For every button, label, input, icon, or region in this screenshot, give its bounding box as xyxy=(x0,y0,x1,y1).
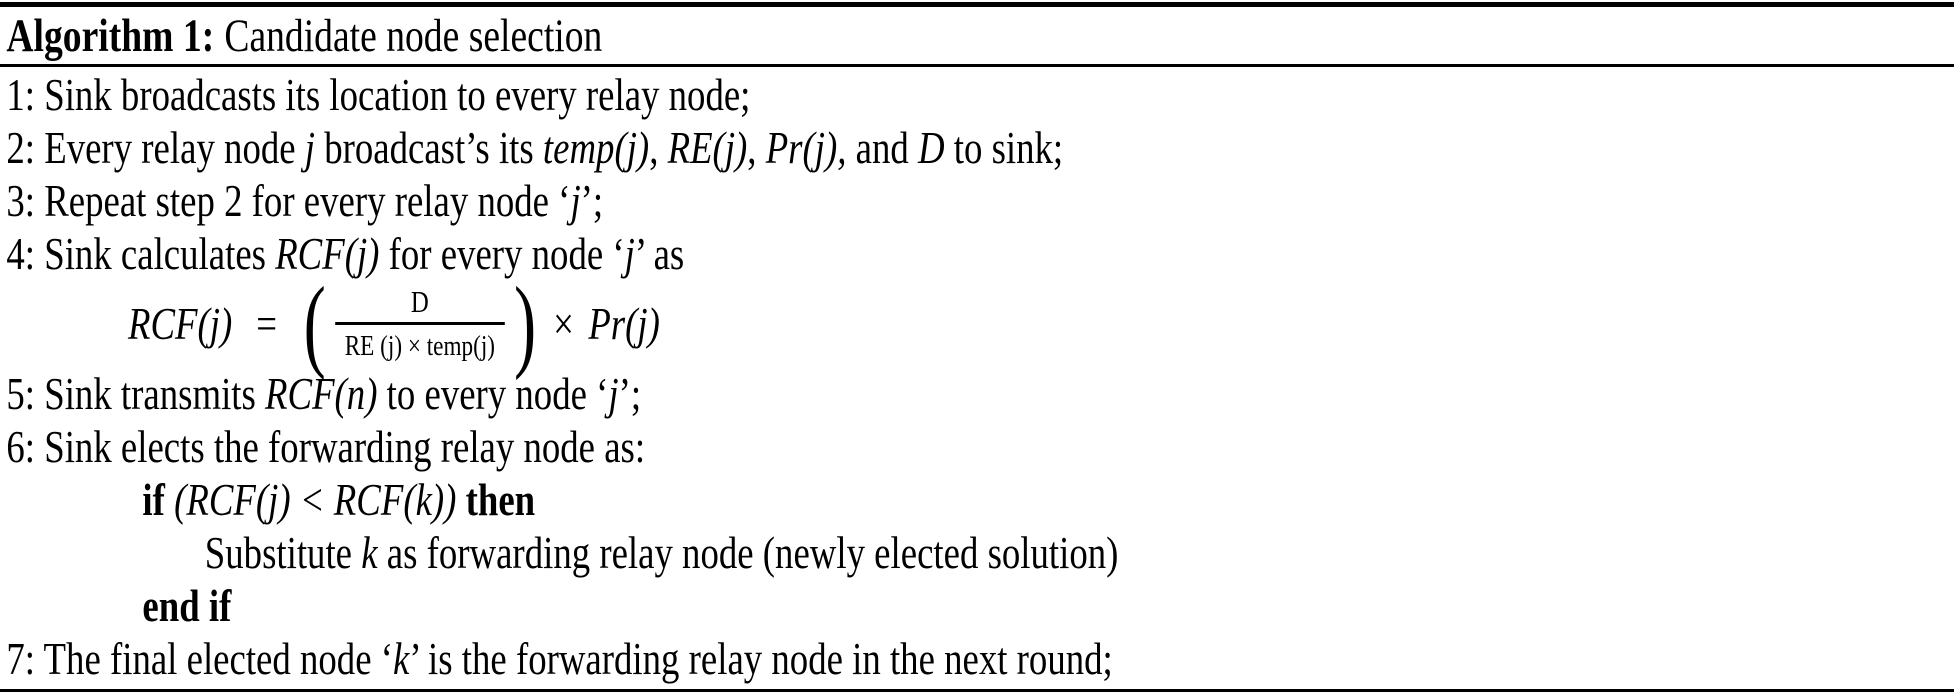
text-segment: j xyxy=(570,175,581,226)
text-segment: ’; xyxy=(618,368,642,419)
text-segment: Pr(j), xyxy=(765,122,847,173)
algorithm-line: Substitute k as forwarding relay node (n… xyxy=(0,526,1954,579)
algorithm-number-label: Algorithm 1: xyxy=(6,10,215,62)
formula-rhs: Pr(j) xyxy=(588,298,660,349)
text-segment: as forwarding relay node (newly elected … xyxy=(377,527,1119,578)
text-segment: RCF(j) xyxy=(275,228,380,279)
text-segment: , xyxy=(649,122,668,173)
text-segment: ’ as xyxy=(634,228,685,279)
equals-sign: = xyxy=(256,298,277,349)
text-segment: for every node ‘ xyxy=(379,228,625,279)
text-segment: broadcast’s its xyxy=(315,122,543,173)
text-segment: j xyxy=(608,368,619,419)
algorithm-title: Candidate node selection xyxy=(224,10,603,62)
algorithm-line: 2: Every relay node j broadcast’s its te… xyxy=(0,121,1954,174)
text-segment: to sink; xyxy=(944,122,1064,173)
text-segment: 5: Sink transmits xyxy=(6,368,266,419)
text-segment: RE(j) xyxy=(667,122,748,173)
algorithm-header: Algorithm 1:Candidate node selection xyxy=(0,10,1954,62)
text-segment: to every node ‘ xyxy=(377,368,609,419)
algorithm-line: 4: Sink calculates RCF(j) for every node… xyxy=(0,227,1954,280)
text-segment: and xyxy=(846,122,918,173)
text-segment: RCF(n) xyxy=(265,368,378,419)
algorithm-line: 7: The final elected node ‘k’ is the for… xyxy=(0,632,1954,685)
multiplication-sign: × xyxy=(553,298,574,349)
fraction-numerator: D xyxy=(410,283,429,319)
text-segment: k xyxy=(392,633,410,684)
algorithm-line: end if xyxy=(0,579,1954,632)
text-segment: j xyxy=(624,228,635,279)
bottom-rule xyxy=(0,689,1954,692)
fraction: D RE (j) × temp(j) xyxy=(335,283,505,363)
text-segment: ’ is the forwarding relay node in the ne… xyxy=(409,633,1113,684)
text-segment: Substitute xyxy=(204,527,362,578)
fraction-denominator: RE (j) × temp(j) xyxy=(335,321,505,363)
text-segment: end if xyxy=(142,580,232,631)
text-segment: 3: Repeat step 2 for every relay node ‘ xyxy=(6,175,571,226)
algorithm-caption: Algorithm 1:Candidate node selection xyxy=(0,10,1954,62)
text-segment: j xyxy=(304,122,315,173)
text-segment: 2: Every relay node xyxy=(6,122,305,173)
text-segment: then xyxy=(465,474,536,525)
text-segment: if xyxy=(142,474,175,525)
text-segment: D xyxy=(917,122,945,173)
text-segment: 4: Sink calculates xyxy=(6,228,276,279)
header-separator-rule xyxy=(0,64,1954,67)
text-segment: (RCF(j) < RCF(k)) xyxy=(174,474,457,525)
rcf-formula: RCF(j) = ( D RE (j) × temp(j) ) × Pr(j) xyxy=(128,265,660,381)
algorithm-steps-bottom: 5: Sink transmits RCF(n) to every node ‘… xyxy=(0,367,1954,685)
text-segment: 7: The final elected node ‘ xyxy=(6,633,393,684)
text-segment: , xyxy=(747,122,766,173)
top-rule xyxy=(0,2,1954,7)
text-segment: k xyxy=(361,527,378,578)
text-segment: 1: Sink broadcasts its location to every… xyxy=(6,69,751,120)
algorithm-line: 1: Sink broadcasts its location to every… xyxy=(0,68,1954,121)
algorithm-line: 3: Repeat step 2 for every relay node ‘j… xyxy=(0,174,1954,227)
algorithm-line: 5: Sink transmits RCF(n) to every node ‘… xyxy=(0,367,1954,420)
text-segment xyxy=(456,474,465,525)
text-segment: temp(j) xyxy=(542,122,650,173)
algorithm-body: 1: Sink broadcasts its location to every… xyxy=(0,68,1954,685)
algorithm-line: if (RCF(j) < RCF(k)) then xyxy=(0,473,1954,526)
algorithm-line: 6: Sink elects the forwarding relay node… xyxy=(0,420,1954,473)
text-segment: ’; xyxy=(580,175,604,226)
formula-lhs: RCF(j) xyxy=(128,298,233,349)
algorithm-steps-top: 1: Sink broadcasts its location to every… xyxy=(0,68,1954,280)
text-segment: 6: Sink elects the forwarding relay node… xyxy=(6,421,646,472)
